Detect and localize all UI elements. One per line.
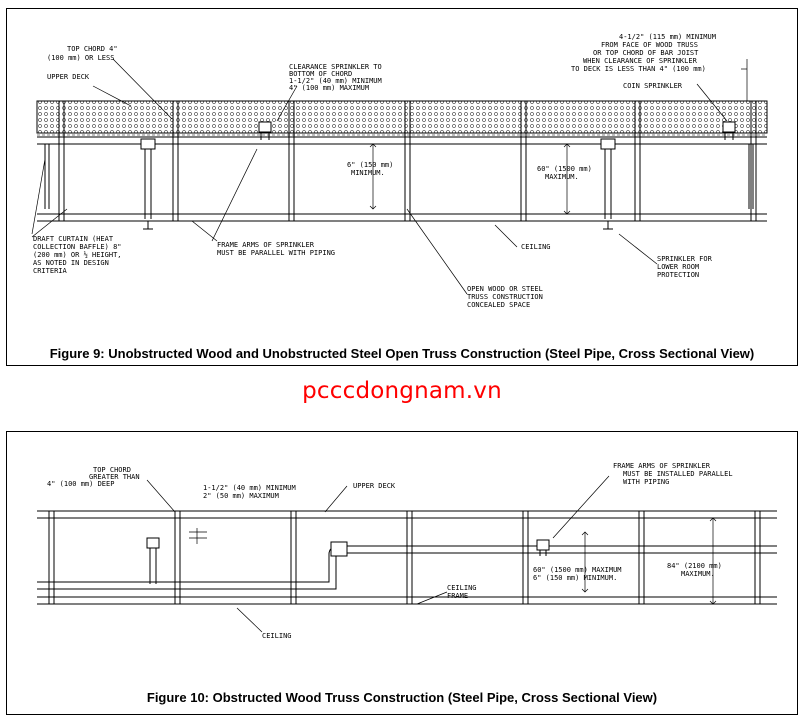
label-frame-arms-1: FRAME ARMS OF SPRINKLER	[613, 462, 711, 470]
label-open-truss-1: OPEN WOOD OR STEEL	[467, 285, 543, 293]
label-max-60-1: 60" (1500 mm) MAXIMUM	[533, 566, 622, 574]
label-coin-sprinkler: COIN SPRINKLER	[623, 82, 683, 90]
label-upper-deck: UPPER DECK	[47, 73, 90, 81]
coin-sprinkler	[722, 121, 736, 140]
sprinkler-piping	[37, 537, 777, 590]
label-frame-arms-1: FRAME ARMS OF SPRINKLER	[217, 241, 315, 249]
label-max-60-2: MAXIMUM.	[545, 173, 579, 181]
label-clearance-2: 2" (50 mm) MAXIMUM	[203, 492, 279, 500]
label-truss-note-3: OR TOP CHORD OF BAR JOIST	[593, 49, 699, 57]
label-lower-room-3: PROTECTION	[657, 271, 699, 279]
label-ceiling: CEILING	[521, 243, 551, 251]
figure-10-diagram: TOP CHORD GREATER THAN 4" (100 mm) DEEP …	[37, 462, 777, 640]
sprinkler-drop-left	[140, 138, 156, 230]
label-truss-note-4: WHEN CLEARANCE OF SPRINKLER	[583, 57, 698, 65]
label-84-1: 84" (2100 mm)	[667, 562, 722, 570]
clearance-sprinkler	[258, 121, 272, 140]
label-frame-arms-2: MUST BE INSTALLED PARALLEL	[623, 470, 733, 478]
label-upper-deck: UPPER DECK	[353, 482, 396, 490]
label-max-60-1: 60" (1500 mm)	[537, 165, 592, 173]
label-top-chord-2: (100 mm) OR LESS	[47, 54, 114, 62]
label-frame-arms-2: MUST BE PARALLEL WITH PIPING	[217, 249, 335, 257]
label-truss-note-2: FROM FACE OF WOOD TRUSS	[601, 41, 698, 49]
figure-10-caption: Figure 10: Obstructed Wood Truss Constru…	[146, 690, 658, 705]
label-draft-1: DRAFT CURTAIN (HEAT	[33, 235, 114, 243]
upper-deck-insulation	[36, 100, 768, 134]
label-ceiling-frame-2: FRAME	[447, 592, 468, 600]
label-draft-5: CRITERIA	[33, 267, 68, 275]
truss-posts	[58, 101, 757, 221]
label-clearance-1: 1-1/2" (40 mm) MINIMUM	[203, 484, 296, 492]
truss-posts	[48, 511, 761, 604]
label-lower-room-1: SPRINKLER FOR	[657, 255, 713, 263]
label-draft-3: (200 mm) OR ½ HEIGHT,	[33, 251, 122, 259]
label-open-truss-2: TRUSS CONSTRUCTION	[467, 293, 543, 301]
watermark: pcccdongnam.vn	[302, 378, 502, 404]
label-truss-note-1: 4-1/2" (115 mm) MINIMUM	[619, 33, 716, 41]
label-top-chord-1: TOP CHORD	[93, 466, 131, 474]
label-min-6-2: MINIMUM.	[351, 169, 385, 177]
label-lower-room-2: LOWER ROOM	[657, 263, 699, 271]
label-draft-4: AS NOTED IN DESIGN	[33, 259, 109, 267]
label-clearance-2: BOTTOM OF CHORD	[289, 70, 352, 78]
label-clearance-4: 4" (100 mm) MAXIMUM	[289, 84, 369, 92]
label-top-chord-1: TOP CHORD 4"	[67, 45, 118, 53]
label-clearance-3: 1-1/2" (40 mm) MINIMUM	[289, 77, 382, 85]
label-ceiling-frame-1: CEILING	[447, 584, 477, 592]
label-draft-2: COLLECTION BAFFLE) 8"	[33, 243, 122, 251]
label-top-chord-3: 4" (100 mm) DEEP	[47, 480, 114, 488]
label-clearance-1: CLEARANCE SPRINKLER TO	[289, 63, 382, 71]
sprinkler-drop-right	[600, 138, 616, 230]
label-open-truss-3: CONCEALED SPACE	[467, 301, 530, 309]
label-frame-arms-3: WITH PIPING	[623, 478, 669, 486]
figure-10-panel: TOP CHORD GREATER THAN 4" (100 mm) DEEP …	[6, 431, 798, 715]
figure-9-panel: TOP CHORD 4" (100 mm) OR LESS UPPER DECK…	[6, 8, 798, 366]
label-min-6-1: 6" (150 mm)	[347, 161, 393, 169]
figure-9-diagram: TOP CHORD 4" (100 mm) OR LESS UPPER DECK…	[31, 33, 768, 309]
figure-9-caption: Figure 9: Unobstructed Wood and Unobstru…	[49, 346, 755, 361]
label-ceiling: CEILING	[262, 632, 292, 640]
label-max-60-2: 6" (150 mm) MINIMUM.	[533, 574, 617, 582]
label-truss-note-5: TO DECK IS LESS THAN 4" (100 mm)	[571, 65, 706, 73]
label-top-chord-2: GREATER THAN	[89, 473, 140, 481]
label-84-2: MAXIMUM.	[681, 570, 715, 578]
